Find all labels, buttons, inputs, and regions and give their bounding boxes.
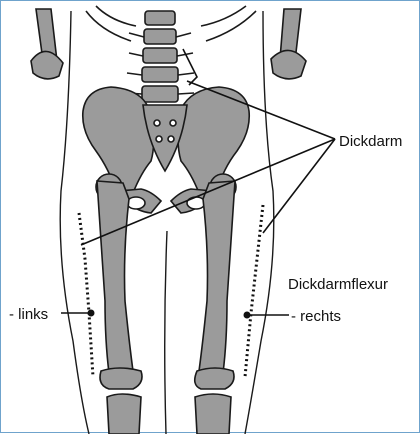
label-dickdarm: Dickdarm xyxy=(339,134,402,149)
label-links: - links xyxy=(9,307,48,322)
sacral-foramen xyxy=(168,136,174,142)
label-dickdarmflexur: Dickdarmflexur xyxy=(288,277,388,292)
pointer-dot-links xyxy=(88,310,95,317)
pointer-dot-rechts xyxy=(244,312,251,319)
vertebra xyxy=(142,86,178,102)
sacral-foramen xyxy=(170,120,176,126)
left-rib xyxy=(96,6,136,26)
right-knee-bone xyxy=(195,368,234,389)
left-colon-flexure-dotted-line xyxy=(79,213,93,377)
right-tibia-bone xyxy=(195,394,231,434)
vertebra xyxy=(142,67,178,82)
right-femur-bone xyxy=(199,181,235,373)
right-rib xyxy=(201,6,246,26)
left-knee-bone xyxy=(100,368,142,389)
right-colon-flexure-dotted-line xyxy=(245,205,263,377)
label-rechts: - rechts xyxy=(291,309,341,324)
right-hand-bone xyxy=(271,50,306,78)
sacral-foramen xyxy=(154,120,160,126)
vertebra xyxy=(143,48,177,63)
leader-line-dickdarm-mid xyxy=(263,139,335,233)
vertebra xyxy=(145,11,175,25)
transverse-process xyxy=(127,33,144,94)
left-femur-bone xyxy=(97,181,133,373)
left-tibia-bone xyxy=(107,394,141,434)
arrow-leader-line xyxy=(183,49,197,85)
left-hand-bone xyxy=(31,51,63,78)
sacral-foramen xyxy=(156,136,162,142)
vertebra xyxy=(144,29,176,44)
transverse-process xyxy=(176,33,194,94)
